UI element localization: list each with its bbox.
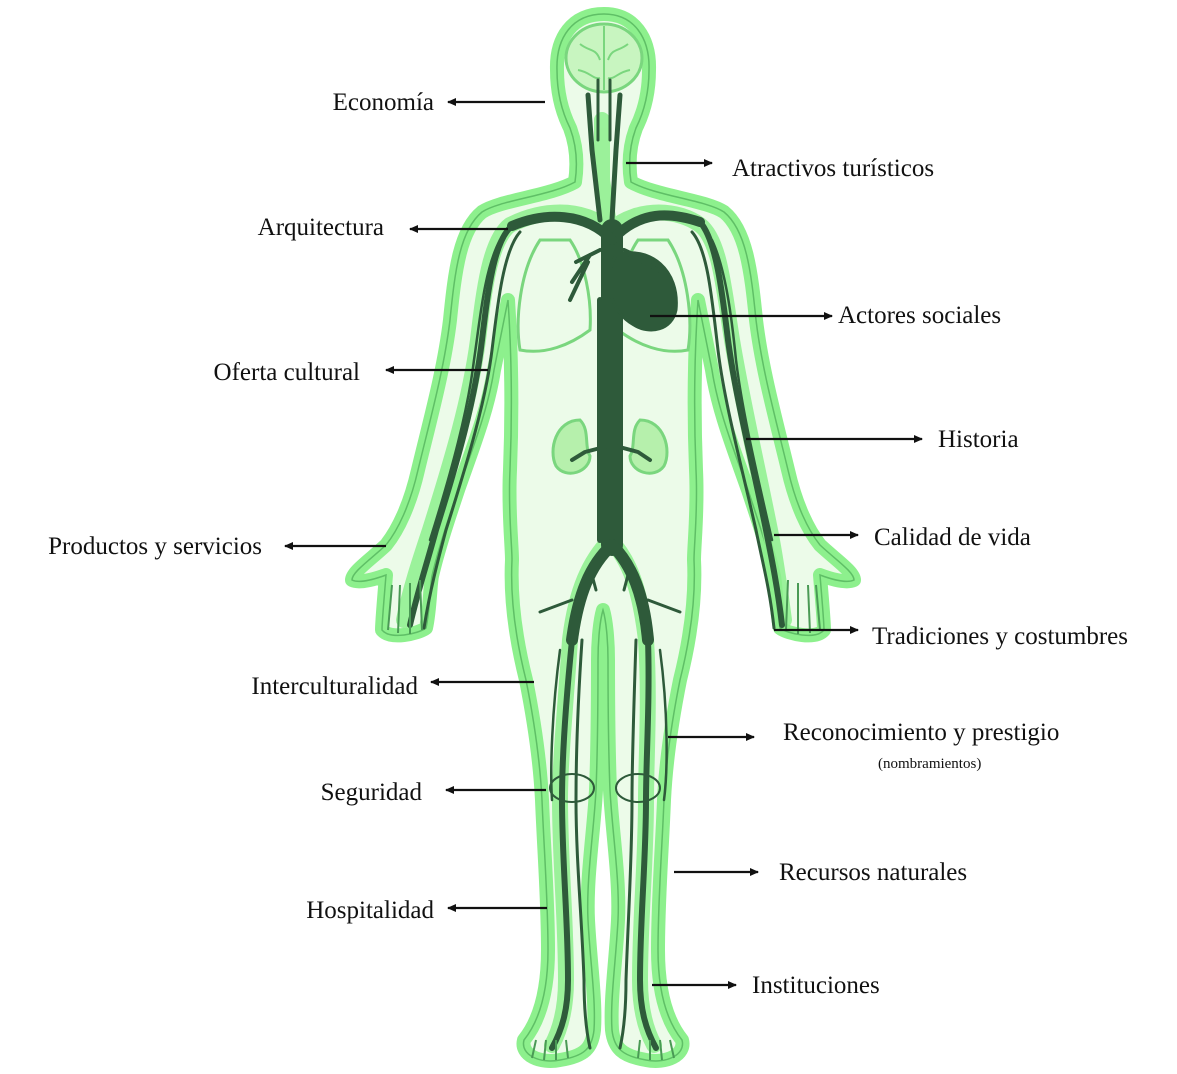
- label-seguridad: Seguridad: [321, 780, 422, 805]
- label-reconocimiento-prestigio: Reconocimiento y prestigio: [783, 720, 1059, 745]
- label-productos-servicios: Productos y servicios: [48, 534, 262, 559]
- label-calidad-de-vida: Calidad de vida: [874, 525, 1031, 550]
- label-nombramientos: (nombramientos): [878, 757, 981, 772]
- label-atractivos-turisticos: Atractivos turísticos: [732, 156, 934, 181]
- brain: [566, 24, 642, 92]
- label-instituciones: Instituciones: [752, 973, 880, 998]
- label-arquitectura: Arquitectura: [258, 215, 384, 240]
- label-historia: Historia: [938, 427, 1019, 452]
- label-interculturalidad: Interculturalidad: [251, 674, 418, 699]
- label-economia: Economía: [333, 90, 434, 115]
- label-tradiciones-costumbres: Tradiciones y costumbres: [872, 624, 1128, 649]
- label-recursos-naturales: Recursos naturales: [779, 860, 967, 885]
- label-actores-sociales: Actores sociales: [838, 303, 1001, 328]
- label-oferta-cultural: Oferta cultural: [214, 360, 360, 385]
- label-hospitalidad: Hospitalidad: [306, 898, 434, 923]
